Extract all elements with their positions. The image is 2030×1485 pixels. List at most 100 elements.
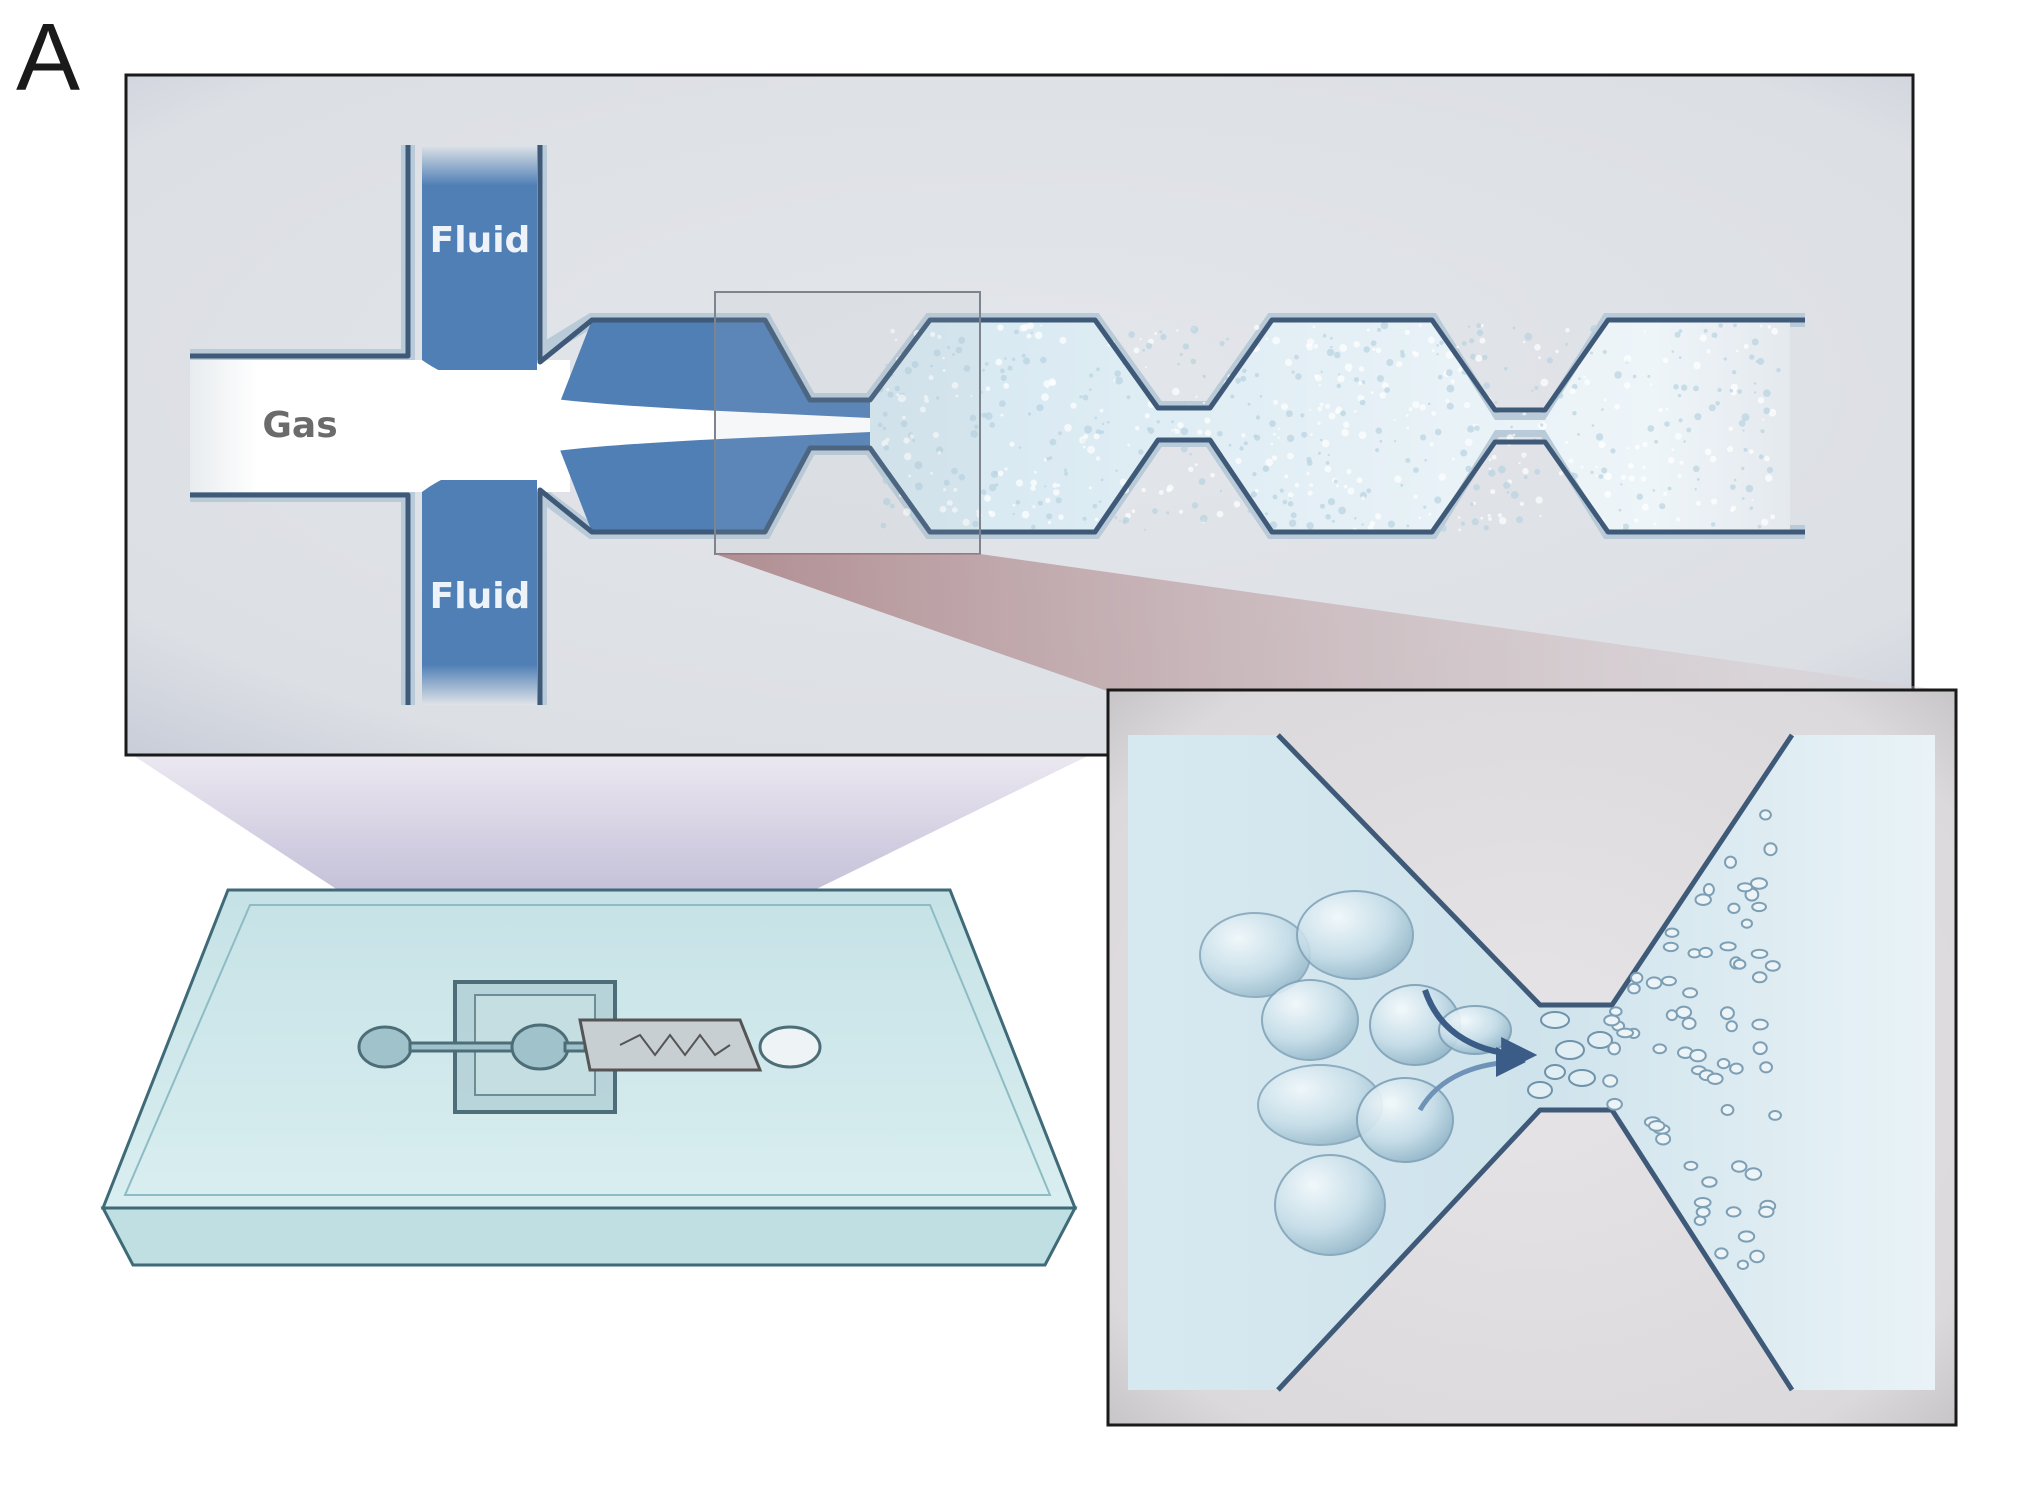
foam-speck <box>909 434 914 439</box>
foam-speck <box>1583 375 1586 379</box>
foam-speck <box>1333 479 1338 484</box>
foam-speck <box>1000 368 1005 374</box>
foam-speck <box>958 474 966 481</box>
foam-speck <box>1133 347 1140 354</box>
foam-speck <box>1096 367 1100 372</box>
foam-speck <box>1503 481 1511 489</box>
foam-speck <box>1343 421 1350 428</box>
small-bubble <box>1750 948 1769 959</box>
foam-speck <box>1253 348 1258 353</box>
foam-speck <box>1753 391 1757 394</box>
foam-speck <box>1512 326 1516 330</box>
foam-speck <box>1678 418 1683 423</box>
foam-speck <box>1270 442 1274 446</box>
foam-speck <box>1751 499 1754 502</box>
foam-speck <box>1040 324 1043 327</box>
foam-speck <box>1539 514 1542 518</box>
foam-speck <box>1405 458 1411 463</box>
foam-speck <box>1310 433 1313 437</box>
foam-speck <box>1361 496 1365 500</box>
foam-speck <box>1079 436 1087 444</box>
foam-speck <box>972 520 979 528</box>
foam-speck <box>1434 428 1442 436</box>
foam-speck <box>1152 508 1158 514</box>
foam-speck <box>1394 475 1402 483</box>
foam-speck <box>1457 367 1463 373</box>
foam-speck <box>1671 350 1675 353</box>
foam-speck <box>903 508 911 516</box>
foam-speck <box>1522 467 1529 475</box>
foam-speck <box>1188 466 1194 472</box>
foam-speck <box>980 489 987 495</box>
chip-channels <box>357 1018 822 1072</box>
foam-speck <box>1247 402 1251 406</box>
foam-speck <box>1018 446 1022 449</box>
foam-speck <box>1598 474 1604 479</box>
foam-speck <box>903 437 910 444</box>
foam-speck <box>1400 349 1405 354</box>
foam-speck <box>1098 500 1102 504</box>
foam-speck <box>1052 482 1058 488</box>
foam-speck <box>1761 418 1765 421</box>
constriction-inset-panel <box>1106 688 1958 1427</box>
foam-speck <box>889 503 895 509</box>
foam-speck <box>1555 349 1559 354</box>
foam-speck <box>904 452 912 461</box>
foam-speck <box>1610 448 1616 454</box>
chip-front-face <box>100 1206 1078 1267</box>
foam-speck <box>1177 422 1184 429</box>
foam-speck <box>1604 490 1612 498</box>
small-bubble <box>1683 1160 1699 1172</box>
foam-speck <box>1535 496 1543 504</box>
foam-speck <box>1031 524 1036 530</box>
foam-speck <box>1393 418 1396 421</box>
constriction-wall-top <box>1276 733 1795 1008</box>
foam-speck <box>1729 389 1734 393</box>
foam-speck <box>1519 501 1524 506</box>
foam-speck <box>1456 345 1460 349</box>
foam-speck <box>1696 478 1700 481</box>
small-bubble <box>1706 1072 1724 1086</box>
foam-speck <box>1531 389 1534 392</box>
small-bubble <box>1764 960 1781 972</box>
foam-speck <box>1565 342 1568 346</box>
foam-speck <box>1626 447 1629 450</box>
foam-speck <box>1327 453 1330 456</box>
foam-speck <box>1590 470 1594 474</box>
foam-speck <box>1004 357 1007 360</box>
foam-speck <box>999 400 1006 407</box>
foam-speck <box>1313 343 1319 349</box>
foam-speck <box>1628 475 1635 482</box>
foam-speck <box>1235 377 1241 384</box>
foam-speck <box>1757 397 1765 404</box>
foam-speck <box>1618 508 1622 512</box>
foam-speck <box>1662 357 1669 364</box>
foam-speck <box>1041 393 1049 401</box>
foam-speck <box>1653 522 1657 526</box>
small-bubble <box>1733 958 1747 970</box>
foam-speck <box>995 358 1003 366</box>
foam-speck <box>1172 387 1180 396</box>
foam-speck <box>1406 426 1410 430</box>
foam-speck <box>1291 370 1295 374</box>
foam-speck <box>1580 465 1584 469</box>
foam-speck <box>1614 371 1622 379</box>
foam-speck <box>1534 344 1541 351</box>
foam-speck <box>988 510 993 515</box>
foam-speck <box>1540 423 1544 427</box>
foam-speck <box>1436 353 1439 356</box>
foam-speck <box>1346 469 1352 475</box>
foam-speck <box>904 367 912 375</box>
foam-speck <box>1474 425 1480 431</box>
foam-speck <box>936 396 940 400</box>
foam-speck <box>1650 383 1653 386</box>
foam-speck <box>1082 445 1086 449</box>
foam-speck <box>1591 424 1595 427</box>
foam-speck <box>1439 524 1447 532</box>
foam-speck <box>1324 465 1332 473</box>
foam-speck <box>1767 325 1772 329</box>
foam-speck <box>1286 410 1293 418</box>
foam-speck <box>930 331 936 337</box>
small-bubble <box>1768 1110 1782 1121</box>
small-bubble <box>1694 893 1712 907</box>
